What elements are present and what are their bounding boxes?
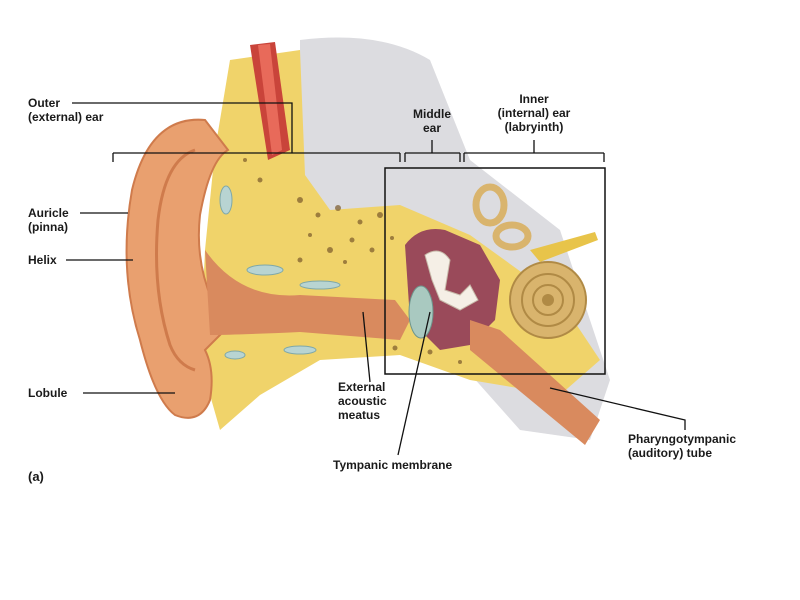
label-helix: Helix [28,253,57,267]
label-inner-ear-line2: (internal) ear [484,106,584,120]
label-external-acoustic-meatus: External acoustic meatus [338,380,387,422]
label-auricle-line1: Auricle [28,206,69,220]
label-outer-ear-line1: Outer [28,96,103,110]
cochlea [510,262,586,338]
label-tube-line2: (auditory) tube [628,446,736,460]
panel-label: (a) [28,470,44,484]
label-middle-ear-line2: ear [404,121,460,135]
label-pharyngotympanic-tube: Pharyngotympanic (auditory) tube [628,432,736,460]
label-meatus-line1: External [338,380,387,394]
label-inner-ear-line3: (labryinth) [484,120,584,134]
label-inner-ear: Inner (internal) ear (labryinth) [484,92,584,134]
label-lobule: Lobule [28,386,67,400]
label-meatus-line3: meatus [338,408,387,422]
label-tympanic-membrane: Tympanic membrane [333,458,452,472]
label-outer-ear: Outer (external) ear [28,96,103,124]
label-outer-ear-line2: (external) ear [28,110,103,124]
label-auricle: Auricle (pinna) [28,206,69,234]
label-middle-ear-line1: Middle [404,107,460,121]
label-inner-ear-line1: Inner [484,92,584,106]
label-middle-ear: Middle ear [404,107,460,135]
label-tube-line1: Pharyngotympanic [628,432,736,446]
label-meatus-line2: acoustic [338,394,387,408]
label-auricle-line2: (pinna) [28,220,69,234]
